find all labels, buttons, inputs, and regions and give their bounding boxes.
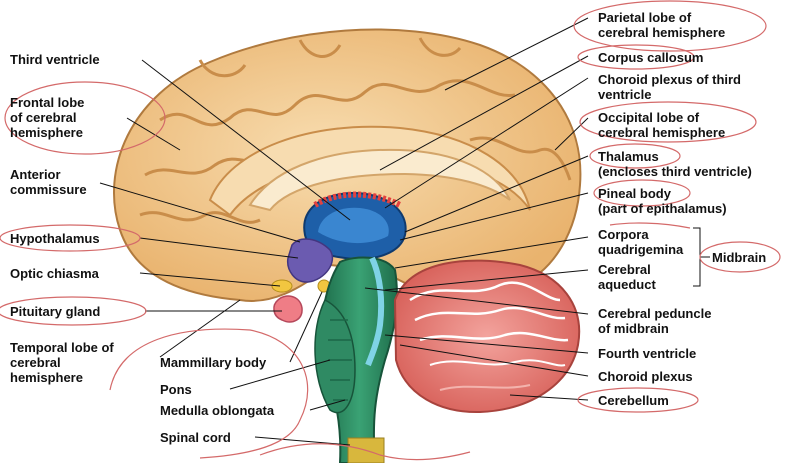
label-corpora-quadrigemina: Corpora quadrigemina	[598, 227, 684, 257]
label-midbrain: Midbrain	[712, 250, 767, 265]
label-pons: Pons	[160, 382, 192, 397]
label-third-ventricle: Third ventricle	[10, 52, 100, 67]
cerebrum	[113, 28, 582, 302]
optic-chiasma	[271, 279, 293, 293]
pituitary-gland	[273, 295, 303, 323]
leader-lines	[99, 17, 710, 446]
label-cerebral-aqueduct: Cerebral aqueduct	[598, 262, 656, 292]
label-occipital-lobe: Occipital lobe of cerebral hemisphere	[598, 110, 726, 140]
label-frontal-lobe: Frontal lobe of cerebral hemisphere	[10, 95, 85, 140]
thalamus-region	[303, 191, 407, 261]
label-mammillary-body: Mammillary body	[160, 355, 267, 370]
brainstem	[314, 256, 398, 464]
label-hypothalamus: Hypothalamus	[10, 231, 100, 246]
label-pineal-body: Pineal body (part of epithalamus)	[598, 186, 727, 216]
label-choroid-plexus: Choroid plexus	[598, 369, 693, 384]
label-pituitary-gland: Pituitary gland	[10, 304, 101, 319]
label-spinal-cord: Spinal cord	[160, 430, 231, 445]
label-thalamus: Thalamus (encloses third ventricle)	[598, 149, 752, 179]
label-parietal-lobe: Parietal lobe of cerebral hemisphere	[598, 10, 726, 40]
hypothalamus	[287, 238, 334, 283]
label-choroid-plexus-third-ventricle: Choroid plexus of third ventricle	[598, 72, 741, 102]
cerebellum	[393, 259, 581, 414]
label-optic-chiasma: Optic chiasma	[10, 266, 99, 281]
label-cerebellum: Cerebellum	[598, 393, 669, 408]
label-medulla-oblongata: Medulla oblongata	[160, 403, 275, 418]
label-anterior-commissure: Anterior commissure	[10, 167, 87, 197]
label-corpus-callosum: Corpus callosum	[598, 50, 704, 65]
label-cerebral-peduncle: Cerebral peduncle of midbrain	[598, 306, 712, 336]
label-fourth-ventricle: Fourth ventricle	[598, 346, 697, 361]
label-temporal-lobe: Temporal lobe of cerebral hemisphere	[10, 340, 114, 385]
